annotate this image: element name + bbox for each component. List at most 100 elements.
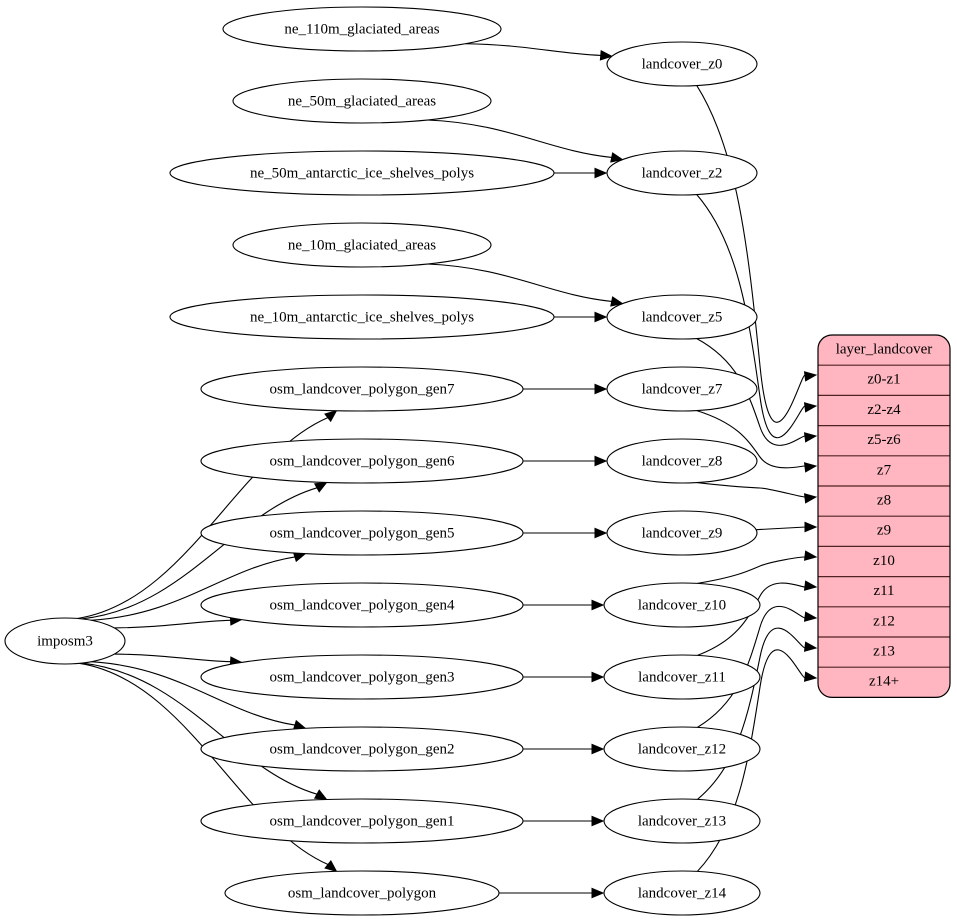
- record-row-label-z9[interactable]: z9: [877, 523, 891, 539]
- record-row-z7[interactable]: [818, 455, 950, 486]
- node-ne_10m_glaciated_areas[interactable]: ne_10m_glaciated_areas: [232, 222, 492, 268]
- record-row-label-z5-z6[interactable]: z5-z6: [867, 432, 901, 448]
- node-label: landcover_z9: [642, 525, 723, 541]
- record-row-z12[interactable]: [818, 606, 950, 637]
- edge-arrowhead: [591, 743, 605, 755]
- record-row-label-z13[interactable]: z13: [873, 644, 895, 660]
- node-ne_50m_glaciated_areas[interactable]: ne_50m_glaciated_areas: [232, 78, 492, 124]
- node-osm_landcover_polygon_gen7[interactable]: osm_landcover_polygon_gen7: [200, 366, 524, 412]
- node-osm_landcover_polygon_gen3[interactable]: osm_landcover_polygon_gen3: [200, 654, 524, 700]
- edge-arrowhead: [594, 311, 608, 323]
- node-landcover_z9[interactable]: landcover_z9: [606, 510, 758, 556]
- edge-arrowhead: [313, 481, 328, 493]
- record-row-label-z2-z4[interactable]: z2-z4: [867, 402, 901, 418]
- record-row-label-z10[interactable]: z10: [873, 553, 895, 569]
- edge-line: [114, 619, 231, 629]
- node-landcover_z13[interactable]: landcover_z13: [603, 798, 761, 844]
- edge-landcover_z11-to-layer_landcover-z11: [697, 580, 818, 656]
- edge-arrowhead: [803, 641, 818, 652]
- node-landcover_z7[interactable]: landcover_z7: [606, 366, 758, 412]
- edge-arrowhead: [594, 527, 608, 539]
- node-ne_110m_glaciated_areas[interactable]: ne_110m_glaciated_areas: [222, 6, 502, 52]
- edge-arrowhead: [610, 152, 624, 163]
- node-ne_50m_antarctic_ice_shelves_polys[interactable]: ne_50m_antarctic_ice_shelves_polys: [169, 150, 555, 196]
- node-osm_landcover_polygon_gen4[interactable]: osm_landcover_polygon_gen4: [200, 582, 524, 628]
- edge-arrowhead: [803, 462, 818, 473]
- ellipse-shape: [200, 726, 524, 772]
- node-label: osm_landcover_polygon_gen7: [270, 381, 455, 397]
- edge-osm_landcover_polygon_gen5-to-landcover_z9: [523, 527, 608, 539]
- edge-osm_landcover_polygon_gen3-to-landcover_z11: [523, 671, 605, 683]
- node-label: osm_landcover_polygon_gen5: [270, 525, 455, 541]
- node-osm_landcover_polygon_gen5[interactable]: osm_landcover_polygon_gen5: [200, 510, 524, 556]
- node-label: landcover_z8: [642, 453, 723, 469]
- edge-line: [756, 526, 807, 531]
- ellipse-shape: [232, 78, 492, 124]
- edge-landcover_z2-to-layer_landcover-z2-z4: [696, 194, 818, 439]
- node-landcover_z12[interactable]: landcover_z12: [603, 726, 761, 772]
- edge-arrowhead: [803, 432, 818, 443]
- record-row-z5-z6[interactable]: [818, 425, 950, 456]
- record-row-label-z12[interactable]: z12: [873, 613, 895, 629]
- edge-line: [91, 556, 295, 621]
- edge-osm_landcover_polygon_gen2-to-landcover_z12: [523, 743, 605, 755]
- ellipse-shape: [603, 582, 761, 628]
- record-row-label-z7[interactable]: z7: [877, 462, 892, 478]
- node-landcover_z5[interactable]: landcover_z5: [606, 294, 758, 340]
- edge-line: [91, 661, 295, 726]
- node-imposm3[interactable]: imposm3: [4, 617, 126, 665]
- node-label: osm_landcover_polygon_gen2: [270, 741, 455, 757]
- edge-landcover_z12-to-layer_landcover-z12: [697, 605, 818, 728]
- record-row-z2-z4[interactable]: [818, 395, 950, 426]
- record-row-z13[interactable]: [818, 637, 950, 668]
- edge-arrowhead: [610, 296, 624, 307]
- edge-ne_10m_antarctic_ice_shelves_polys-to-landcover_z5: [554, 311, 608, 323]
- node-osm_landcover_polygon_gen6[interactable]: osm_landcover_polygon_gen6: [200, 438, 524, 484]
- node-landcover_z11[interactable]: landcover_z11: [603, 654, 761, 700]
- edge-arrowhead: [591, 887, 605, 899]
- edge-arrowhead: [803, 580, 818, 591]
- edge-arrowhead: [594, 167, 608, 179]
- node-ne_10m_antarctic_ice_shelves_polys[interactable]: ne_10m_antarctic_ice_shelves_polys: [169, 294, 555, 340]
- record-row-z9[interactable]: [818, 516, 950, 547]
- record-row-z11[interactable]: [818, 576, 950, 607]
- record-row-z8[interactable]: [818, 486, 950, 517]
- record-row-label-z14-[interactable]: z14+: [869, 674, 899, 690]
- node-label: landcover_z0: [642, 56, 723, 72]
- ellipse-shape: [200, 654, 524, 700]
- node-landcover_z0[interactable]: landcover_z0: [606, 41, 758, 87]
- edge-osm_landcover_polygon_gen7-to-landcover_z7: [523, 383, 608, 395]
- record-node-layer-landcover: [818, 335, 950, 698]
- edge-imposm3-to-osm_landcover_polygon_gen3: [114, 653, 243, 667]
- node-landcover_z10[interactable]: landcover_z10: [603, 582, 761, 628]
- edge-arrowhead: [803, 371, 818, 382]
- edge-arrowhead: [313, 789, 328, 801]
- record-row-label-z8[interactable]: z8: [877, 493, 891, 509]
- node-landcover_z14[interactable]: landcover_z14: [603, 870, 761, 916]
- edge-arrowhead: [591, 599, 605, 611]
- ellipse-shape: [169, 294, 555, 340]
- edge-landcover_z9-to-layer_landcover-z9: [756, 521, 818, 533]
- ellipse-shape: [603, 654, 761, 700]
- nodes-layer: imposm3 ne_110m_glaciated_areas ne_50m_gla…: [4, 6, 761, 916]
- record-title: layer_landcover: [836, 342, 933, 358]
- record-row-z10[interactable]: [818, 546, 950, 577]
- ellipse-shape: [4, 617, 126, 665]
- node-osm_landcover_polygon[interactable]: osm_landcover_polygon: [224, 870, 500, 916]
- node-landcover_z8[interactable]: landcover_z8: [606, 438, 758, 484]
- node-osm_landcover_polygon_gen1[interactable]: osm_landcover_polygon_gen1: [200, 798, 524, 844]
- node-osm_landcover_polygon_gen2[interactable]: osm_landcover_polygon_gen2: [200, 726, 524, 772]
- node-label: ne_110m_glaciated_areas: [284, 21, 439, 37]
- edge-line: [81, 662, 318, 795]
- edge-line: [696, 482, 806, 498]
- record-row-z14-[interactable]: [818, 667, 950, 698]
- edge-ne_10m_glaciated_areas-to-landcover_z5: [426, 263, 624, 307]
- record-row-label-z0-z1[interactable]: z0-z1: [867, 372, 900, 388]
- edge-osm_landcover_polygon_gen6-to-landcover_z8: [523, 455, 608, 467]
- node-landcover_z2[interactable]: landcover_z2: [606, 150, 758, 196]
- node-label: landcover_z10: [638, 597, 726, 613]
- edge-arrowhead: [803, 402, 818, 413]
- record-row-z0-z1[interactable]: [818, 365, 950, 396]
- edge-ne_50m_glaciated_areas-to-landcover_z2: [426, 119, 624, 163]
- record-row-label-z11[interactable]: z11: [873, 583, 894, 599]
